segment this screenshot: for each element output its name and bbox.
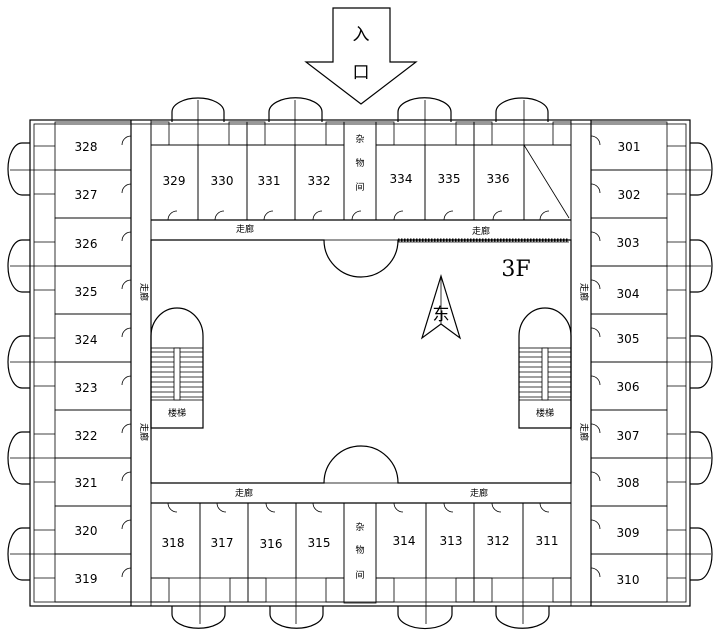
right-corridor [570, 119, 592, 607]
room-number: 319 [75, 572, 98, 586]
left-corridor [130, 119, 152, 607]
storage-bottom-char-1: 杂 [355, 522, 364, 533]
room-number: 302 [618, 188, 641, 202]
room-number: 324 [75, 333, 98, 347]
bottom-balconies [171, 578, 550, 630]
entrance-arrow [304, 7, 418, 105]
top-rooms [150, 121, 572, 221]
corridor-label-bottom-right: 走廊 [470, 487, 488, 499]
room-number: 315 [308, 536, 331, 550]
room-number: 306 [617, 380, 640, 394]
corridor-label-top-right: 走廊 [472, 225, 490, 237]
stairs-label-left: 楼梯 [168, 407, 186, 419]
right-stairs [518, 307, 572, 429]
room-number: 328 [75, 140, 98, 154]
top-balconies [171, 97, 549, 145]
room-number: 330 [211, 174, 234, 188]
room-number: 322 [75, 429, 98, 443]
storage-top-char-2: 物 [355, 157, 364, 169]
room-number: 329 [163, 174, 186, 188]
room-number: 309 [617, 526, 640, 540]
room-number: 314 [393, 534, 416, 548]
entrance-label-top: 入 [353, 25, 370, 45]
room-number: 316 [260, 537, 283, 551]
room-311 [522, 502, 572, 579]
corridor-label-bottom-left: 走廊 [235, 487, 253, 499]
room-number: 326 [75, 237, 98, 251]
left-rooms [34, 121, 132, 603]
room-number: 308 [617, 476, 640, 490]
storage-top-char-3: 间 [355, 181, 364, 193]
room-number: 320 [75, 524, 98, 538]
corridor-label-left-lower: 走廊 [138, 423, 150, 441]
floor-label: 3F [501, 257, 530, 282]
room-number: 332 [308, 174, 331, 188]
room-number: 307 [617, 429, 640, 443]
entrance-label-bottom: 口 [353, 63, 370, 83]
room-number: 335 [438, 172, 461, 186]
room-number: 311 [536, 534, 559, 548]
stairs-label-right: 楼梯 [536, 407, 554, 419]
building-outline-inner [33, 123, 687, 603]
room-number: 325 [75, 285, 98, 299]
right-balconies [667, 142, 713, 581]
room-number: 301 [618, 140, 641, 154]
building-outline [29, 119, 691, 607]
room-number: 334 [390, 172, 413, 186]
room-number: 318 [162, 536, 185, 550]
top-corridor [150, 219, 572, 241]
corridor-label-top-left: 走廊 [236, 223, 254, 235]
diagonal-line [523, 144, 570, 219]
room-number: 313 [440, 534, 463, 548]
bottom-corridor [150, 482, 572, 504]
left-balconies [7, 142, 55, 581]
room-number: 310 [617, 573, 640, 587]
room-number: 317 [211, 536, 234, 550]
room-number: 323 [75, 381, 98, 395]
room-number: 305 [617, 332, 640, 346]
corridor-label-left-upper: 走廊 [138, 283, 150, 301]
storage-bottom-char-3: 间 [355, 569, 364, 581]
room-number: 336 [487, 172, 510, 186]
door-arcs [121, 135, 601, 578]
corridor-label-right-lower: 走廊 [578, 423, 590, 441]
room-number: 312 [487, 534, 510, 548]
right-rooms [590, 121, 686, 603]
room-number: 331 [258, 174, 281, 188]
storage-top-char-1: 杂 [355, 134, 364, 145]
corridor-label-right-upper: 走廊 [578, 283, 590, 301]
bottom-rooms [150, 502, 572, 604]
compass-label: 东 [433, 305, 450, 325]
room-number: 327 [75, 188, 98, 202]
room-number: 304 [617, 287, 640, 301]
room-number: 321 [75, 476, 98, 490]
left-stairs [150, 307, 204, 429]
room-number: 303 [617, 236, 640, 250]
storage-bottom-char-2: 物 [355, 544, 364, 556]
